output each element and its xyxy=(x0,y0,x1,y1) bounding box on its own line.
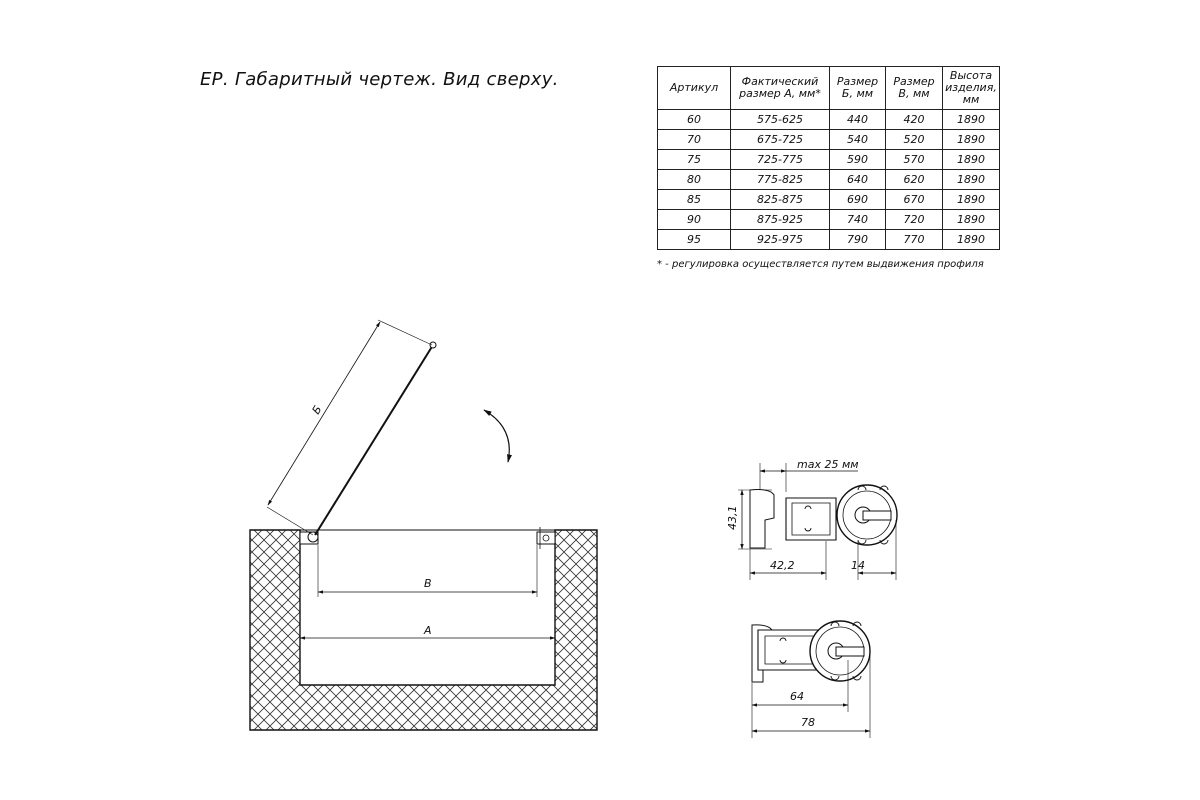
label-a: А xyxy=(423,624,432,637)
header-article: Артикул xyxy=(657,66,731,110)
door-leaf xyxy=(314,344,434,536)
label-max-25: max 25 мм xyxy=(797,458,859,471)
cell-size-v: 770 xyxy=(885,229,943,250)
dimension-b: Б xyxy=(266,319,433,536)
profile-detail-bottom: 64 78 xyxy=(751,620,871,738)
profile-detail-top: max 25 мм 43,1 42,2 14 xyxy=(726,458,898,580)
cell-article: 95 xyxy=(657,229,731,250)
label-width-42: 42,2 xyxy=(770,559,795,572)
cell-size-a: 925-975 xyxy=(730,229,830,250)
label-width-78: 78 xyxy=(801,716,815,729)
dimension-a: А xyxy=(299,624,556,640)
page-title: ЕР. Габаритный чертеж. Вид сверху. xyxy=(200,69,559,90)
label-b: Б xyxy=(310,403,325,416)
cell-size-a: 775-825 xyxy=(730,169,830,190)
table-row: 90 875-925 740 720 1890 xyxy=(657,209,1000,230)
cell-size-b: 590 xyxy=(829,149,886,170)
cell-size-v: 720 xyxy=(885,209,943,230)
label-v: В xyxy=(424,577,432,590)
hinge-round-icon xyxy=(809,620,871,682)
table-row: 70 675-725 540 520 1890 xyxy=(657,129,1000,150)
label-height-43: 43,1 xyxy=(726,506,739,531)
dimension-v: В xyxy=(317,545,538,597)
cell-height: 1890 xyxy=(942,229,1000,250)
label-offset-14: 14 xyxy=(851,559,865,572)
label-width-64: 64 xyxy=(790,690,804,703)
cell-size-a: 575-625 xyxy=(730,109,830,130)
table-row: 95 925-975 790 770 1890 xyxy=(657,229,1000,250)
cell-size-v: 420 xyxy=(885,109,943,130)
hinge-round-icon xyxy=(836,484,898,546)
footnote: * - регулировка осуществляется путем выд… xyxy=(657,259,984,270)
right-wall-profile xyxy=(536,527,556,549)
cell-size-b: 440 xyxy=(829,109,886,130)
cell-size-b: 540 xyxy=(829,129,886,150)
table-row: 80 775-825 640 620 1890 xyxy=(657,169,1000,190)
rotation-arrow xyxy=(483,409,512,463)
niche-plan: Б В А xyxy=(249,319,598,731)
